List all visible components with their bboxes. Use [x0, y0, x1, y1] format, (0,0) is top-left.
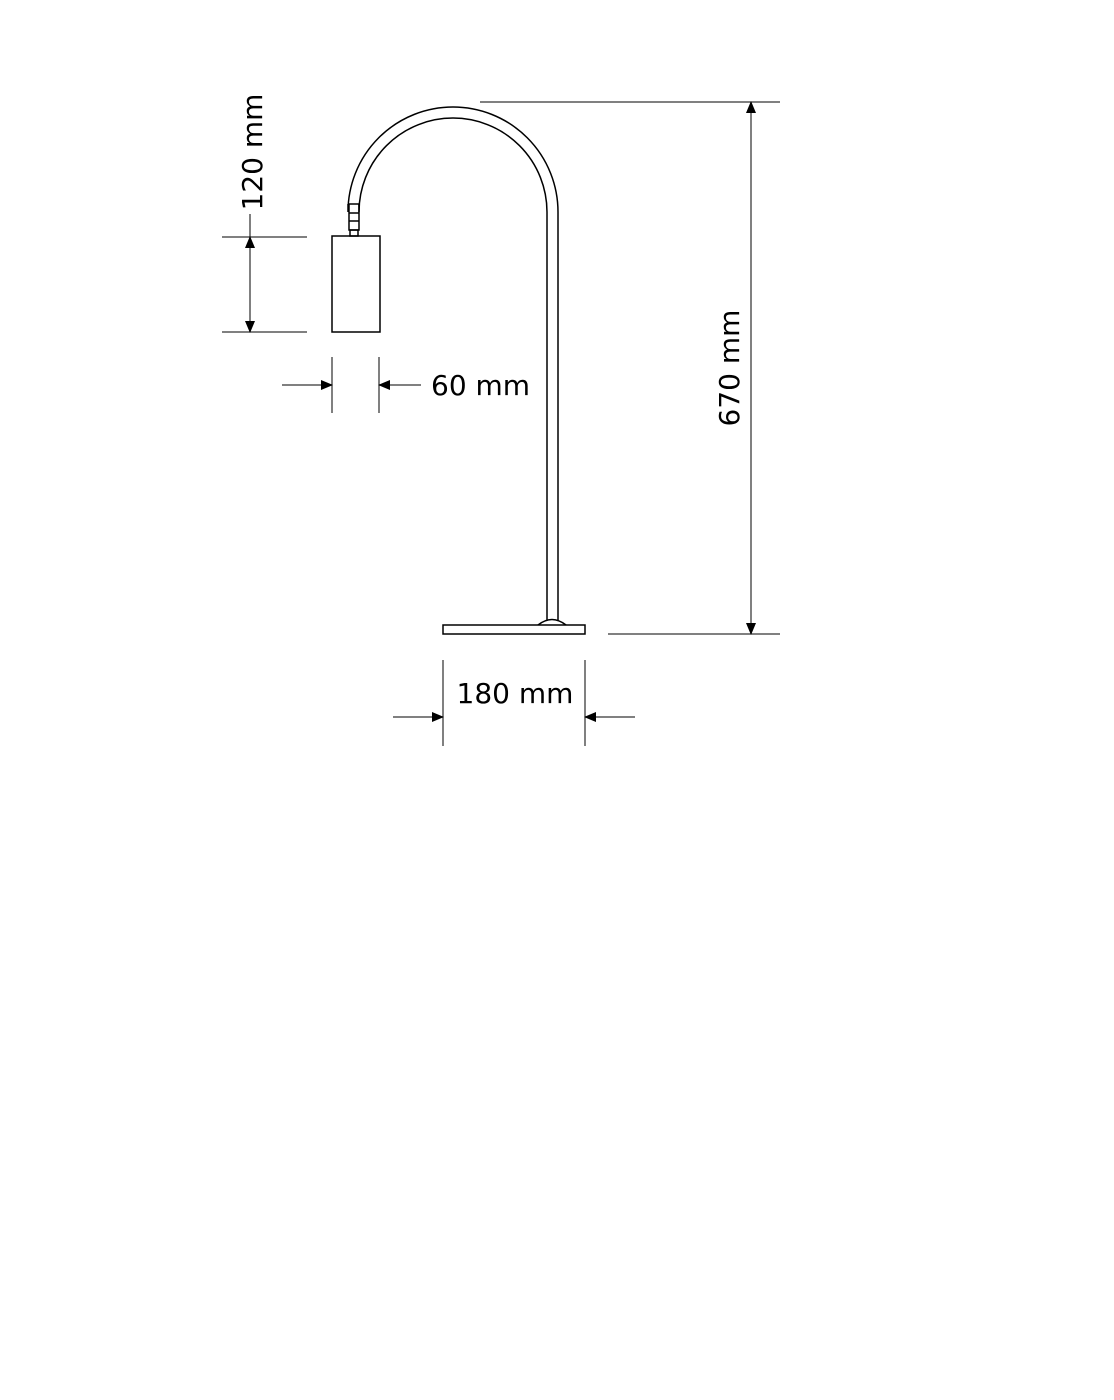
label-total-height: 670 mm: [713, 310, 746, 427]
lamp-arm-inner: [358, 117, 548, 620]
dimension-base-width: [393, 660, 635, 746]
lamp-base: [442, 624, 586, 635]
dimension-shade-height: [222, 214, 307, 333]
lamp-joint: [348, 203, 360, 231]
label-base-width: 180 mm: [457, 677, 574, 710]
lamp-base-collar: [537, 618, 567, 626]
dimension-total-height: [480, 101, 780, 635]
lamp-shade: [331, 235, 381, 333]
label-shade-height: 120 mm: [236, 94, 269, 211]
dimension-shade-width: [282, 357, 421, 413]
lamp-outline: [331, 106, 586, 635]
label-shade-width: 60 mm: [431, 369, 530, 402]
lamp-arm-outer: [347, 106, 559, 620]
